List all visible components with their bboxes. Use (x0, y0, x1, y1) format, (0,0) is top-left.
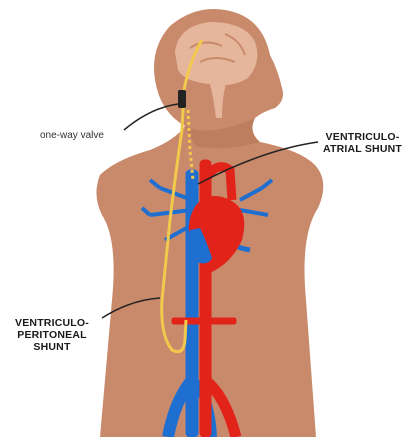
atrial-label-line1: VENTRICULO- (323, 132, 402, 144)
atrial-shunt-label: VENTRICULO- ATRIAL SHUNT (323, 132, 402, 156)
valve-label: one-way valve (40, 130, 104, 141)
peritoneal-label-line2: PERITONEAL (15, 330, 89, 342)
peritoneal-shunt-label: VENTRICULO- PERITONEAL SHUNT (15, 318, 89, 353)
atrial-label-line2: ATRIAL SHUNT (323, 144, 402, 156)
one-way-valve (178, 90, 186, 108)
peritoneal-label-line1: VENTRICULO- (15, 318, 89, 330)
peritoneal-label-line3: SHUNT (15, 342, 89, 354)
